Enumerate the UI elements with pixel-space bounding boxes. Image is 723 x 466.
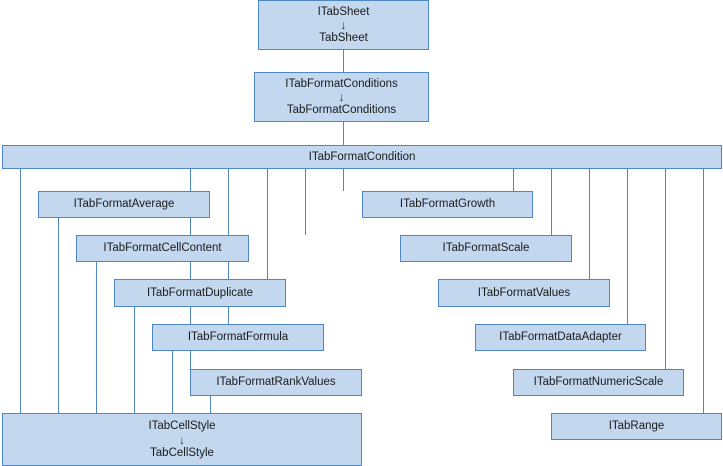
node-interface-label: ITabFormatNumericScale xyxy=(533,376,664,389)
node-tabsheet[interactable]: ITabSheet↓TabSheet xyxy=(258,0,429,50)
node-tabformatconditions[interactable]: ITabFormatConditions↓TabFormatConditions xyxy=(254,72,429,122)
node-tabcellstyle[interactable]: ITabCellStyle↓TabCellStyle xyxy=(2,413,362,466)
node-tabformatcondition[interactable]: ITabFormatCondition xyxy=(2,145,722,169)
connector-average-to-cellstyle xyxy=(58,218,59,413)
node-interface-label: ITabFormatRankValues xyxy=(216,376,336,389)
connector-condition-to-tabrange xyxy=(703,169,704,413)
down-arrow-icon: ↓ xyxy=(179,432,185,447)
node-interface-label: ITabFormatDataAdapter xyxy=(499,331,622,344)
connector-condition-to-scale xyxy=(551,169,552,235)
node-interface-label: ITabFormatCondition xyxy=(308,150,416,163)
down-arrow-icon: ↓ xyxy=(340,18,347,32)
connector-condition-to-numericscale xyxy=(665,169,666,369)
node-interface-label: ITabFormatScale xyxy=(442,242,530,255)
connector-condition-to-growth xyxy=(513,169,514,191)
node-tabformatduplicate[interactable]: ITabFormatDuplicate xyxy=(114,279,286,307)
node-interface-label: ITabCellStyle xyxy=(148,420,216,433)
connector-tabsheet-to-conditions xyxy=(343,50,344,72)
node-interface-label: ITabFormatCellContent xyxy=(103,242,222,255)
node-interface-label: ITabFormatFormula xyxy=(187,331,289,344)
node-implementation-label: TabCellStyle xyxy=(150,446,214,459)
node-interface-label: ITabFormatGrowth xyxy=(399,198,496,211)
node-tabformatvalues[interactable]: ITabFormatValues xyxy=(438,279,610,307)
node-interface-label: ITabFormatAverage xyxy=(73,198,175,211)
node-tabformatdataadapter[interactable]: ITabFormatDataAdapter xyxy=(475,324,646,351)
connector-conditions-to-condition xyxy=(343,122,344,145)
node-implementation-label: TabFormatConditions xyxy=(286,104,397,116)
node-interface-label: ITabFormatConditions xyxy=(285,77,398,90)
connector-rankvalues-to-cellstyle xyxy=(210,396,211,413)
connector-condition-to-average xyxy=(343,169,344,191)
connector-duplicate-to-cellstyle xyxy=(134,307,135,413)
connector-condition-to-dataadapter xyxy=(627,169,628,324)
connector-condition-to-duplicate xyxy=(267,169,268,279)
node-tabrange[interactable]: ITabRange xyxy=(551,413,722,440)
connector-condition-to-cellcontent xyxy=(305,169,306,235)
node-tabformatrankvalues[interactable]: ITabFormatRankValues xyxy=(190,369,362,396)
down-arrow-icon: ↓ xyxy=(338,90,345,104)
connector-condition-to-cellstyle-left xyxy=(20,169,21,413)
connector-cellcontent-to-cellstyle xyxy=(96,262,97,413)
node-tabformataverage[interactable]: ITabFormatAverage xyxy=(38,191,210,218)
node-interface-label: ITabFormatValues xyxy=(477,286,571,299)
node-interface-label: ITabRange xyxy=(608,420,665,433)
connector-condition-to-values xyxy=(589,169,590,279)
connector-formula-to-cellstyle xyxy=(172,351,173,413)
node-tabformatcellcontent[interactable]: ITabFormatCellContent xyxy=(76,235,249,262)
node-tabformatnumericscale[interactable]: ITabFormatNumericScale xyxy=(513,369,684,396)
connector-condition-to-rankvalues xyxy=(190,169,191,369)
node-implementation-label: TabSheet xyxy=(319,32,368,44)
node-tabformatgrowth[interactable]: ITabFormatGrowth xyxy=(362,191,533,218)
node-interface-label: ITabFormatDuplicate xyxy=(146,286,254,299)
node-tabformatformula[interactable]: ITabFormatFormula xyxy=(152,324,324,351)
node-interface-label: ITabSheet xyxy=(317,5,370,18)
node-tabformatscale[interactable]: ITabFormatScale xyxy=(400,235,572,262)
